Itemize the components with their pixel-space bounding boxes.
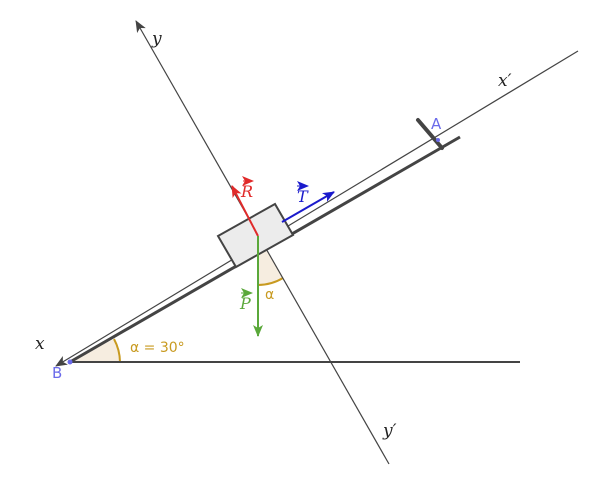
label-angle-base: α = 30° <box>130 340 185 356</box>
vector-t <box>281 191 335 223</box>
block <box>216 202 295 269</box>
label-vector-r: R <box>240 176 254 201</box>
label-y: y <box>151 29 162 49</box>
point-b-dot <box>67 359 73 365</box>
svg-text:P: P <box>239 294 251 313</box>
svg-text:T: T <box>297 187 309 206</box>
label-angle-small: α <box>265 287 274 303</box>
label-point-b: B <box>52 364 62 382</box>
stopper-mark <box>416 118 444 150</box>
label-x-prime: x′ <box>498 71 512 91</box>
x-axis-line <box>55 50 579 367</box>
svg-text:R: R <box>240 182 253 201</box>
label-vector-t: T <box>297 181 309 206</box>
label-y-prime: y′ <box>382 421 397 441</box>
label-vector-p: P <box>239 288 253 313</box>
label-x: x <box>35 334 45 354</box>
vector-r <box>231 185 259 237</box>
label-point-a: A <box>431 115 442 133</box>
point-a-dot <box>436 138 440 142</box>
